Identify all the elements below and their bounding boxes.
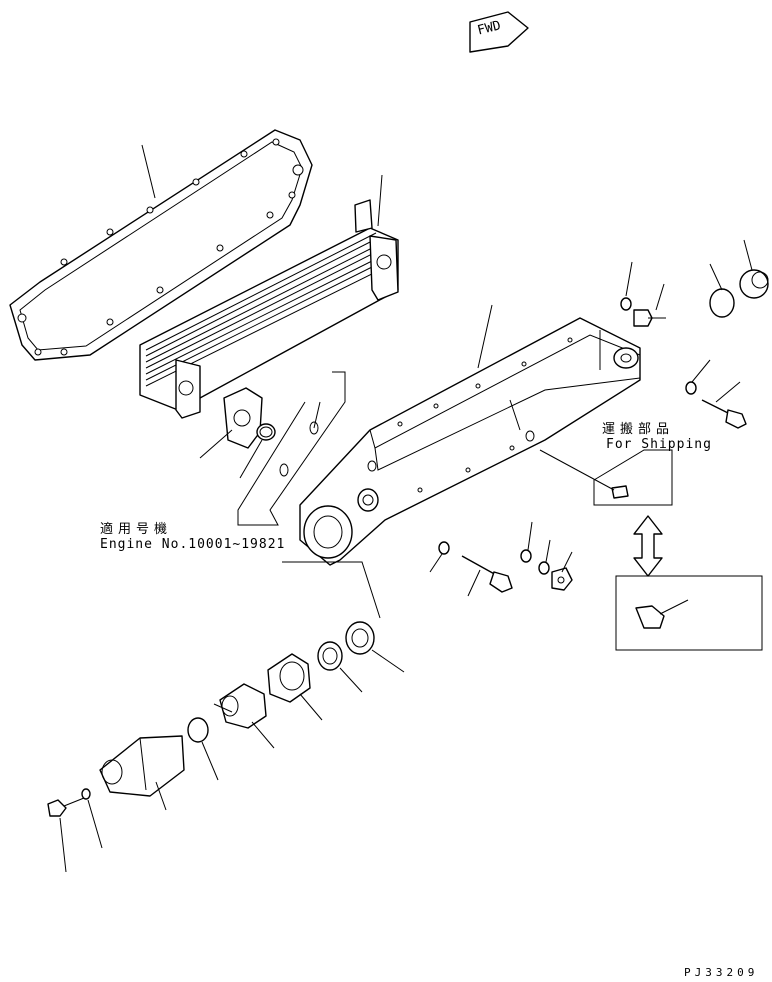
small-gasket <box>223 387 263 449</box>
shipping-alternative-box <box>615 575 763 651</box>
oil-cooler-element <box>139 199 399 419</box>
washer-cover <box>81 788 91 800</box>
shipping-note-en: For Shipping <box>606 437 712 452</box>
oil-cooler-cover <box>299 317 641 566</box>
shipping-bolt-box <box>539 449 673 506</box>
thermostat-housing <box>267 653 311 703</box>
washer-lower-left <box>438 541 450 555</box>
long-bolt-right <box>701 399 747 429</box>
seal-disc <box>709 288 735 318</box>
plug-bolt-top <box>633 309 666 327</box>
shipping-note-jp: 運搬部品 <box>602 422 675 437</box>
thermostat <box>213 683 267 729</box>
spring-washer <box>538 561 550 575</box>
seal-ring <box>345 621 375 655</box>
thermostat-cover <box>99 735 185 797</box>
applicability-note-en: Engine No.10001~19821 <box>100 537 286 552</box>
applicability-bracket <box>237 371 346 526</box>
group-bracket-line <box>282 561 381 619</box>
cooler-gasket <box>9 129 313 361</box>
small-o-ring <box>187 717 209 743</box>
drawing-code: PJ33209 <box>684 966 759 979</box>
washer-right <box>685 381 697 395</box>
retainer-ring <box>317 641 343 671</box>
plug-cap <box>739 269 769 299</box>
washer-lower-right <box>520 549 532 563</box>
long-bolt-lower <box>461 555 513 593</box>
washer-top <box>620 297 632 311</box>
double-arrow-icon <box>633 515 663 577</box>
cover-bolt <box>47 797 85 817</box>
leader-lines <box>59 144 753 873</box>
o-ring <box>256 423 276 441</box>
forward-arrow-icon <box>469 11 529 53</box>
applicability-note-jp: 適用号機 <box>100 522 173 537</box>
